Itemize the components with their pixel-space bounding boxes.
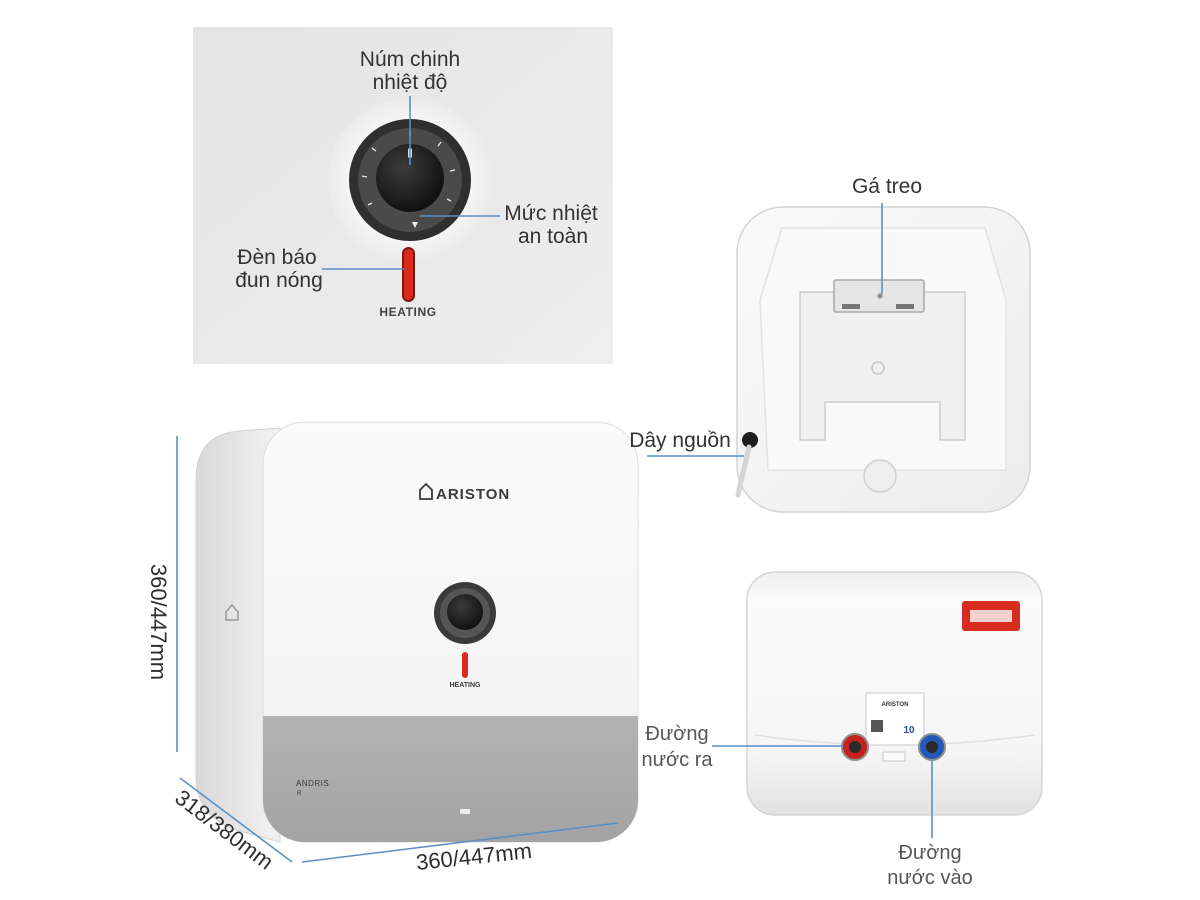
heating-light-label-line1: Đèn báo	[237, 246, 317, 269]
depth-dimension-line	[179, 777, 293, 863]
safe-temp-marker	[412, 222, 418, 228]
height-dimension-label: 360/447mm	[146, 563, 171, 681]
power-cord-entry	[742, 432, 758, 448]
dial-tick-marks	[361, 131, 456, 206]
front-heating-label: HEATING	[450, 682, 482, 689]
front-unit: ARISTON HEATING ANDRIS R	[195, 421, 639, 843]
hanger-slot-right	[896, 304, 914, 309]
temperature-dial	[349, 119, 471, 241]
callout-lines	[176, 96, 933, 863]
mounting-plate	[799, 291, 966, 441]
safe-temp-label-line1: Mức nhiệt	[504, 202, 598, 225]
water-in-label-line2: nước vào	[887, 867, 973, 889]
width-dimension-line	[301, 822, 619, 863]
power-cord	[735, 444, 752, 498]
hanger-screw	[877, 293, 883, 299]
knockout-cap	[863, 459, 897, 493]
safe-temp-label-line2: an toàn	[517, 225, 589, 248]
hanger-label: Gá treo	[851, 175, 923, 198]
front-dial	[434, 582, 496, 644]
water-outlet-fitting	[841, 733, 869, 761]
dial-knob-label-line1: Núm chinh	[359, 48, 461, 71]
water-inlet-fitting	[918, 733, 946, 761]
bottom-brand-label: ARISTON	[882, 702, 909, 708]
power-cord-label: Dây nguồn	[629, 429, 731, 452]
front-gray-band	[263, 716, 638, 842]
dial-knob	[376, 144, 444, 212]
front-slot	[460, 809, 470, 814]
zoom-heating-label: HEATING	[379, 305, 436, 319]
water-out-label-line1: Đường	[645, 723, 709, 745]
front-model-text: ANDRIS	[296, 779, 329, 788]
zoom-panel: HEATING	[193, 27, 613, 364]
ariston-house-icon	[419, 482, 433, 500]
front-brand-text: ARISTON	[436, 486, 510, 503]
back-view	[735, 206, 1031, 513]
plate-hole	[871, 361, 885, 375]
bottom-info-label	[865, 692, 925, 746]
bottom-badge: 10	[903, 725, 915, 736]
bottom-view: ARISTON 10	[746, 571, 1043, 816]
heating-light-label-line2: đun nóng	[235, 269, 323, 292]
water-out-label-line2: nước ra	[641, 749, 713, 771]
bottom-small-tag	[882, 751, 906, 762]
dial-knob-label-line2: nhiệt độ	[372, 71, 448, 94]
water-in-label-line1: Đường	[898, 842, 962, 864]
side-logo-icon	[225, 603, 239, 621]
bottom-red-sticker-inner	[970, 610, 1012, 622]
bottom-qr-code	[871, 720, 883, 732]
front-unit-side	[195, 427, 281, 843]
front-heating-light	[462, 652, 468, 678]
ariston-logo: ARISTON	[419, 482, 510, 503]
hanger-slot-left	[842, 304, 860, 309]
heating-indicator-light	[402, 247, 415, 302]
front-model-suffix: R	[297, 791, 302, 797]
